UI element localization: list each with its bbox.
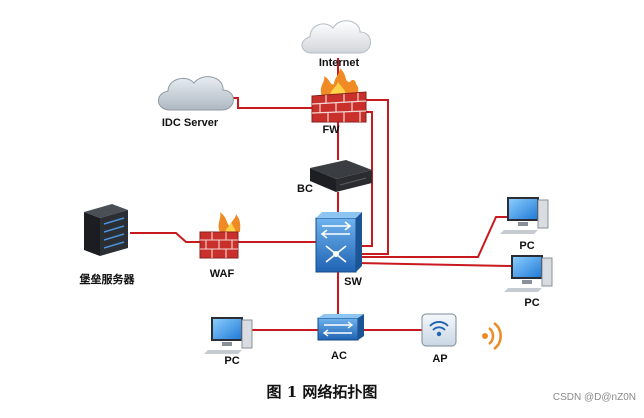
idc-server-cloud-icon — [158, 76, 234, 111]
waf-icon — [199, 212, 241, 259]
internet-cloud-icon — [301, 20, 371, 54]
bc-label: BC — [297, 183, 313, 195]
pc-top-icon — [500, 197, 549, 234]
ac-label: AC — [331, 350, 347, 362]
pc-mid-icon — [504, 255, 553, 292]
bastion-label: 堡垒服务器 — [79, 274, 135, 286]
waf-label: WAF — [209, 268, 235, 280]
pc-top-label: PC — [519, 240, 535, 252]
link-bastion-waf — [130, 232, 205, 243]
idc-server-label: IDC Server — [161, 117, 219, 129]
firewall-icon — [311, 68, 367, 123]
pc-mid-label: PC — [524, 297, 540, 309]
ac-controller-icon — [317, 314, 364, 341]
wireless-signal-icon — [482, 321, 502, 351]
link-sw-pc-mid — [357, 262, 513, 267]
link-fw-sw-b — [358, 99, 389, 255]
fw-label: FW — [322, 124, 340, 136]
core-switch-icon — [315, 212, 362, 273]
link-sw-pc-top — [358, 216, 508, 258]
figure-caption: 图 1 网络拓扑图 — [266, 383, 378, 401]
link-idc-fw — [220, 97, 318, 109]
ap-access-point-icon — [421, 313, 457, 347]
bc-appliance-icon — [310, 160, 372, 192]
pc-left-label: PC — [224, 355, 240, 367]
internet-label: Internet — [318, 57, 360, 69]
sw-label: SW — [344, 276, 362, 288]
bastion-server-icon — [84, 204, 128, 256]
pc-left-icon — [204, 317, 253, 354]
ap-label: AP — [432, 353, 448, 365]
watermark: CSDN @D@nZ0N — [552, 392, 636, 403]
